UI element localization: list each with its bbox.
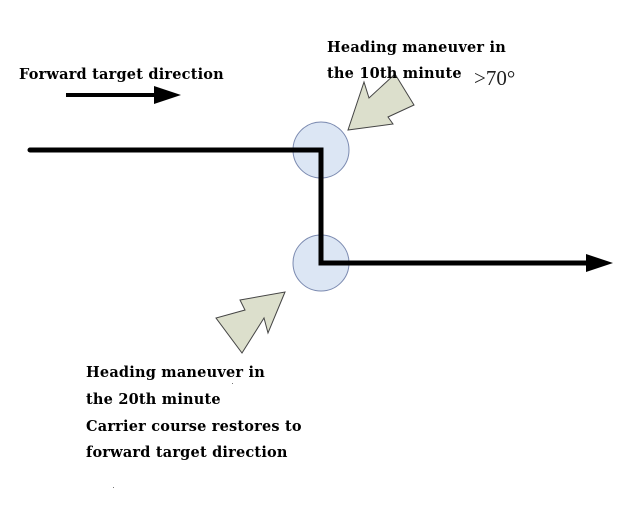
speck (113, 487, 114, 488)
maneuver-20-line2: the 20th minute (86, 391, 221, 408)
maneuver-20-line4: forward target direction (86, 444, 288, 461)
pointer-arrow-20th-minute (215, 291, 286, 354)
maneuver-10-line2: the 10th minute (327, 65, 462, 82)
maneuver-10-line1: Heading maneuver in (327, 39, 506, 56)
maneuver-20-line3: Carrier course restores to (86, 418, 302, 435)
forward-direction-arrow (66, 86, 181, 104)
carrier-course-path (27, 147, 613, 272)
course-arrowhead (586, 254, 613, 272)
maneuver-angle-label: >70° (474, 66, 516, 90)
speck (232, 383, 233, 384)
maneuver-20-line1: Heading maneuver in (86, 364, 265, 381)
pointer-arrow-10th-minute (347, 73, 415, 131)
forward-direction-label: Forward target direction (19, 66, 224, 83)
